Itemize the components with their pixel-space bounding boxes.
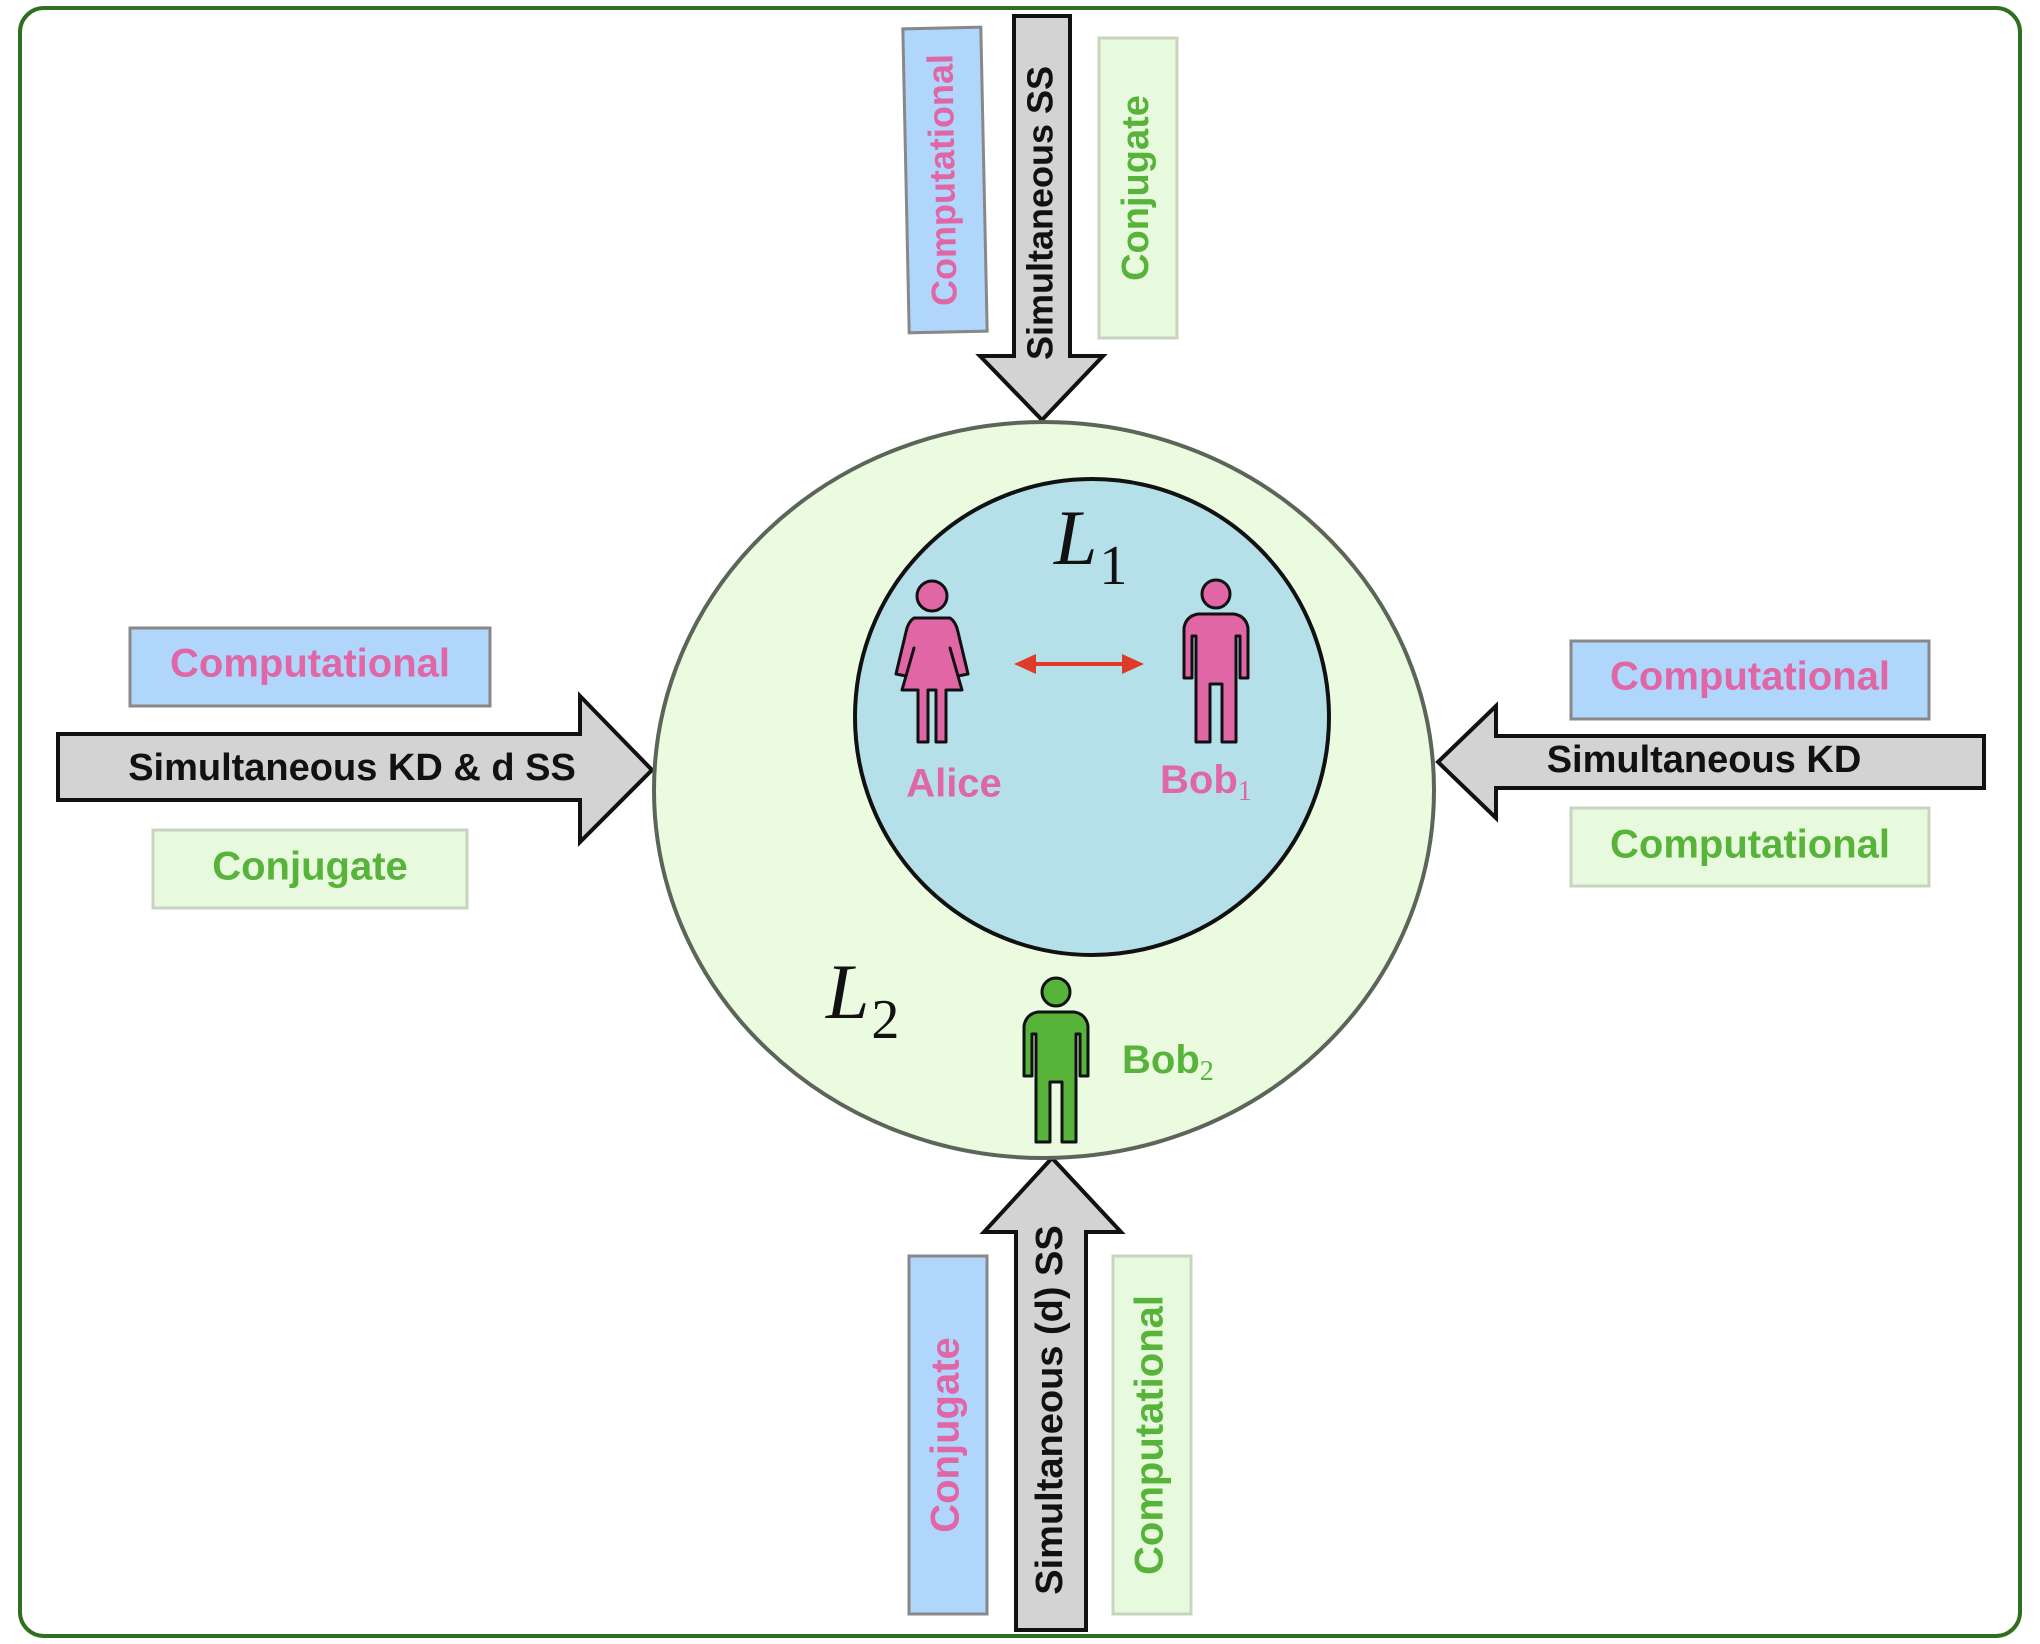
l1-label: L1 (1053, 494, 1127, 597)
bottom-green-box-label: Computational (1128, 1295, 1172, 1575)
left-arrow-shape (56, 691, 655, 847)
right-arrow-group: Computational Simultaneous KD Computatio… (1435, 639, 1986, 888)
double-arrow-icon (1014, 654, 1144, 674)
male-person-icon (1022, 976, 1090, 1144)
right-green-box (1569, 806, 1931, 888)
bottom-arrow-shape (979, 1155, 1126, 1632)
l2-label: L2 (825, 948, 899, 1051)
bottom-arrow-label: Simultaneous (d) SS (1029, 1225, 1071, 1594)
right-green-box-label: Computational (1610, 823, 1890, 867)
left-arrow-group: Computational Simultaneous KD & d SS Con… (56, 626, 655, 910)
left-blue-box-label: Computational (170, 642, 450, 686)
right-blue-box (1569, 639, 1931, 721)
right-arrow-label: Simultaneous KD (1547, 739, 1862, 781)
bob1-label: Bob1 (1160, 758, 1252, 808)
bottom-arrow-group: Conjugate Simultaneous (d) SS Computatio… (907, 1155, 1193, 1632)
bottom-green-box (1111, 1254, 1193, 1616)
bottom-blue-box (907, 1254, 989, 1616)
male-person-icon (1182, 578, 1250, 744)
top-blue-box-label: Computational (919, 54, 964, 307)
right-arrow-shape (1435, 701, 1986, 823)
alice-label: Alice (906, 762, 1002, 806)
female-person-icon (894, 579, 970, 744)
top-blue-box (901, 25, 989, 335)
bottom-blue-box-label: Conjugate (924, 1337, 968, 1533)
left-green-box (151, 828, 469, 910)
left-blue-box (128, 626, 492, 708)
bob2-label: Bob2 (1122, 1038, 1214, 1088)
top-arrow-label: Simultaneous SS (1020, 66, 1061, 360)
top-arrow-group: Computational Simultaneous SS Conjugate (901, 14, 1179, 423)
top-arrow-shape (975, 14, 1108, 423)
top-green-box (1097, 36, 1179, 340)
right-blue-box-label: Computational (1610, 655, 1890, 699)
top-green-box-label: Conjugate (1115, 95, 1157, 281)
left-arrow-label: Simultaneous KD & d SS (128, 747, 576, 789)
left-green-box-label: Conjugate (212, 845, 408, 889)
